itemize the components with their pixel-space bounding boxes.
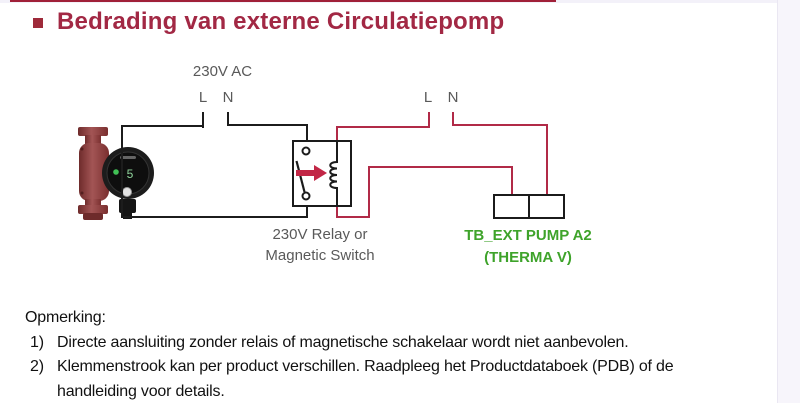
relay-coil bbox=[328, 139, 338, 207]
wire-red-coil-top bbox=[336, 126, 338, 141]
note-item: 1) Directe aansluiting zonder relais of … bbox=[25, 331, 697, 356]
note-item: 2) Klemmenstrook kan per product verschi… bbox=[25, 355, 697, 403]
right-margin-band bbox=[777, 0, 800, 403]
supply-right-l-label: L bbox=[423, 89, 433, 106]
actuation-arrow-icon bbox=[295, 164, 327, 181]
supply-left-voltage-label: 230V AC bbox=[192, 63, 253, 80]
circulation-pump-image: 5 bbox=[78, 127, 154, 220]
relay-caption-line1: 230V Relay or bbox=[272, 226, 368, 243]
page-title: Bedrading van externe Circulatiepomp bbox=[57, 8, 505, 35]
title-row: Bedrading van externe Circulatiepomp bbox=[0, 8, 770, 42]
pump-led-icon bbox=[113, 169, 119, 175]
wire-red-left-horizontal bbox=[336, 126, 430, 128]
wire-red-right-vertical bbox=[546, 124, 548, 195]
pump-logo bbox=[120, 156, 136, 159]
wire-black-bottom-horizontal bbox=[121, 216, 308, 218]
note-text: Directe aansluiting zonder relais of mag… bbox=[57, 333, 629, 351]
title-bullet-icon bbox=[33, 18, 43, 28]
terminal-caption-line1: TB_EXT PUMP A2 bbox=[464, 227, 592, 244]
switch-contact-bottom bbox=[301, 191, 310, 200]
terminal-caption-line2: (THERMA V) bbox=[484, 249, 572, 266]
wire-black-switch-top bbox=[306, 124, 308, 142]
terminal-block bbox=[493, 194, 565, 219]
relay-box bbox=[292, 139, 352, 207]
wire-red-bottom-horizontal bbox=[336, 216, 370, 218]
wire-black-switch-bottom bbox=[306, 207, 308, 218]
pump-button bbox=[122, 187, 132, 197]
wire-black-n-stub bbox=[227, 112, 229, 126]
wire-red-coil-bottom bbox=[336, 206, 338, 218]
wire-black-top-horizontal bbox=[121, 125, 204, 127]
supply-left-l-label: L bbox=[198, 89, 208, 106]
wire-red-down-vertical bbox=[511, 166, 513, 195]
wire-black-l-stub bbox=[202, 112, 204, 128]
switch-contact-top bbox=[301, 146, 310, 155]
wire-red-mid-horizontal bbox=[368, 166, 513, 168]
supply-left-n-label: N bbox=[222, 89, 234, 106]
wire-red-up-vertical bbox=[368, 166, 370, 218]
note-text: Klemmenstrook kan per product verschille… bbox=[57, 358, 674, 400]
terminal-cell-l bbox=[493, 194, 530, 219]
terminal-cell-n bbox=[527, 194, 565, 219]
relay-caption-line2: Magnetic Switch bbox=[265, 247, 375, 264]
wire-black-left-vertical bbox=[121, 125, 123, 218]
notes-section: Opmerking: 1) Directe aansluiting zonder… bbox=[25, 306, 725, 403]
wiring-diagram: 5 bbox=[78, 63, 592, 266]
note-number: 1) bbox=[30, 333, 44, 351]
supply-right-n-label: N bbox=[447, 89, 459, 106]
wire-black-n-horizontal bbox=[227, 124, 308, 126]
switch-blade bbox=[294, 160, 306, 192]
pump-display-value: 5 bbox=[127, 167, 134, 181]
wire-red-n-stub bbox=[452, 112, 454, 126]
top-accent-line bbox=[10, 0, 556, 2]
pump-body bbox=[78, 127, 109, 220]
wire-red-l-stub bbox=[428, 112, 430, 128]
notes-heading: Opmerking: bbox=[25, 309, 106, 326]
pump-connector-box bbox=[119, 199, 136, 213]
wire-red-right-horizontal bbox=[452, 124, 548, 126]
pump-control-head: 5 bbox=[102, 147, 154, 219]
note-number: 2) bbox=[30, 358, 44, 375]
